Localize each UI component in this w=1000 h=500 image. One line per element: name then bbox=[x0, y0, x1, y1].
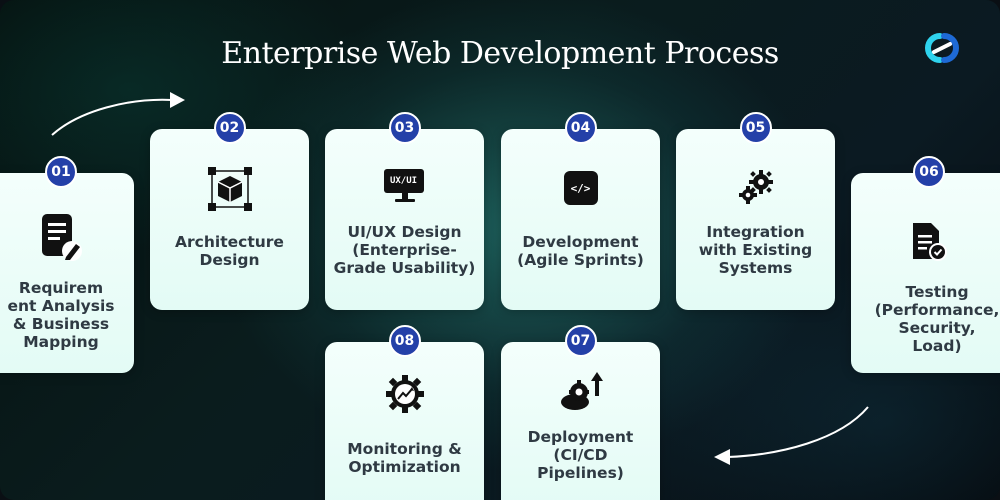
step-label: Deployment (CI/CD Pipelines) bbox=[527, 428, 634, 482]
step-label: Testing (Performance, Security, Load) bbox=[874, 283, 1000, 355]
step-label: Architecture Design bbox=[175, 233, 284, 269]
cloud-gear-upload-icon bbox=[560, 372, 603, 410]
step-card-08: 08 Monitoring & Optimization bbox=[325, 325, 484, 500]
monitor-screen-text: UX/UI bbox=[383, 169, 424, 193]
step-card-04: 04 </> Development (Agile Sprints) bbox=[501, 112, 660, 310]
step-card-01: 01 Requirem ent Analysis & Business Mapp… bbox=[0, 156, 134, 373]
curved-arrow-bottom-icon bbox=[714, 406, 869, 465]
step-label: Monitoring & Optimization bbox=[347, 440, 462, 476]
step-number-badge: 02 bbox=[213, 112, 246, 144]
step-number-badge: 08 bbox=[388, 325, 421, 357]
curved-arrow-top-icon bbox=[51, 92, 185, 136]
step-card-07: 07 Deployment (CI/CD Pipelines) bbox=[501, 325, 660, 500]
document-check-icon bbox=[913, 223, 947, 261]
step-card-05: 05 Integration with Existing Systems bbox=[676, 112, 835, 310]
gears-icon bbox=[738, 170, 773, 204]
step-number-badge: 04 bbox=[564, 112, 597, 144]
step-number-badge: 05 bbox=[739, 112, 772, 144]
gear-chart-icon bbox=[385, 375, 424, 413]
step-number-badge: 03 bbox=[388, 112, 421, 144]
document-edit-icon bbox=[42, 214, 82, 261]
code-icon: </> bbox=[563, 171, 598, 205]
step-card-03: 03 UX/UI UI/UX Design (Enterprise- Grade… bbox=[325, 112, 484, 310]
step-label: UI/UX Design (Enterprise- Grade Usabilit… bbox=[333, 223, 476, 277]
step-label: Development (Agile Sprints) bbox=[517, 233, 644, 269]
step-label: Requirem ent Analysis & Business Mapping bbox=[7, 279, 115, 351]
step-card-06: 06 Testing (Performance, Security, Load) bbox=[851, 156, 1000, 373]
brand-logo-icon bbox=[925, 33, 959, 63]
step-number-badge: 01 bbox=[45, 156, 77, 188]
step-number-badge: 06 bbox=[913, 156, 945, 188]
step-number-badge: 07 bbox=[564, 325, 597, 357]
step-card-02: 02 Architecture Design bbox=[150, 112, 309, 310]
monitor-uxui-icon: UX/UI bbox=[383, 169, 426, 202]
cube-frame-icon bbox=[207, 167, 252, 211]
step-label: Integration with Existing Systems bbox=[698, 223, 813, 277]
page-title: Enterprise Web Development Process bbox=[221, 36, 779, 71]
